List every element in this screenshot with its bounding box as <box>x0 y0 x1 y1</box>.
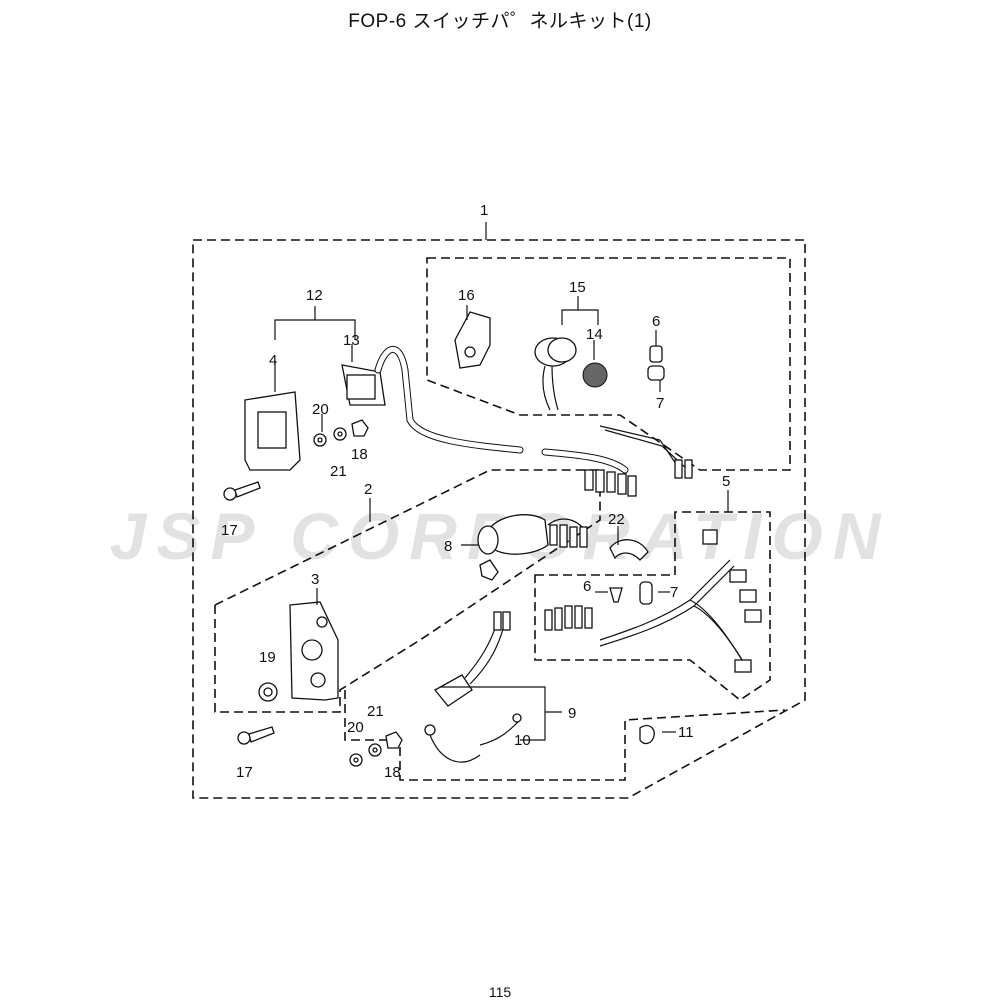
nut-18-lower <box>385 731 403 749</box>
sleeve-7-upper <box>647 365 665 392</box>
label-21-lower: 21 <box>367 703 384 720</box>
screw-17-upper <box>223 481 261 501</box>
label-15: 15 <box>569 279 586 296</box>
sleeve-7-lower <box>639 581 653 605</box>
bracket-16 <box>454 305 491 369</box>
washer-20-upper <box>313 433 327 447</box>
page-number: 115 <box>488 984 512 1000</box>
subgroup-panel-2 <box>214 469 601 713</box>
label-5: 5 <box>722 473 730 490</box>
page-title: FOP-6 スイッチパ゜ネルキット(1) <box>348 11 652 32</box>
connector-cluster-a <box>584 469 637 497</box>
washer-21-upper <box>333 427 347 441</box>
label-2: 2 <box>364 481 372 498</box>
label-20-lower: 20 <box>347 719 364 736</box>
nut-18-upper <box>351 419 369 437</box>
label-9: 9 <box>568 705 576 722</box>
label-13: 13 <box>343 332 360 349</box>
label-8: 8 <box>444 538 452 555</box>
stop-switch-9 <box>434 611 511 707</box>
rocker-switch-13 <box>341 345 629 474</box>
label-3: 3 <box>311 571 319 588</box>
label-17-upper: 17 <box>221 522 238 539</box>
label-22: 22 <box>608 511 625 528</box>
label-6-upper: 6 <box>652 313 660 330</box>
label-16: 16 <box>458 287 475 304</box>
label-19: 19 <box>259 649 276 666</box>
washer-21-lower <box>368 743 382 757</box>
key-switch-8 <box>477 514 588 581</box>
switch-plate-4 <box>244 360 301 471</box>
label-6-lower: 6 <box>583 578 591 595</box>
label-4: 4 <box>269 352 277 369</box>
subgroup-switch-parts <box>426 257 791 471</box>
mounting-plate-3 <box>289 588 339 701</box>
label-11: 11 <box>678 724 694 741</box>
label-18-lower: 18 <box>384 764 401 781</box>
lanyard-10 <box>424 713 522 763</box>
label-18-upper: 18 <box>351 446 368 463</box>
label-1: 1 <box>480 202 488 219</box>
nut-19 <box>258 682 278 702</box>
label-7-upper: 7 <box>656 395 664 412</box>
label-14: 14 <box>586 326 603 343</box>
label-20-upper: 20 <box>312 401 329 418</box>
harness-5 <box>544 529 762 673</box>
clip-11 <box>639 724 655 745</box>
terminal-6-upper <box>649 330 663 363</box>
label-21-upper: 21 <box>330 463 347 480</box>
clamp-22 <box>609 539 649 561</box>
label-17-lower: 17 <box>236 764 253 781</box>
meter-15 <box>534 337 608 411</box>
label-7-lower: 7 <box>670 584 678 601</box>
screw-17-lower <box>237 726 275 745</box>
washer-20-lower <box>349 753 363 767</box>
terminal-6-lower <box>609 587 623 603</box>
subgroup-stop-switch <box>344 690 786 781</box>
label-12: 12 <box>306 287 323 304</box>
subgroup-harness-5 <box>534 490 771 701</box>
label-10: 10 <box>514 732 531 749</box>
kit-boundary-outer <box>192 222 806 799</box>
